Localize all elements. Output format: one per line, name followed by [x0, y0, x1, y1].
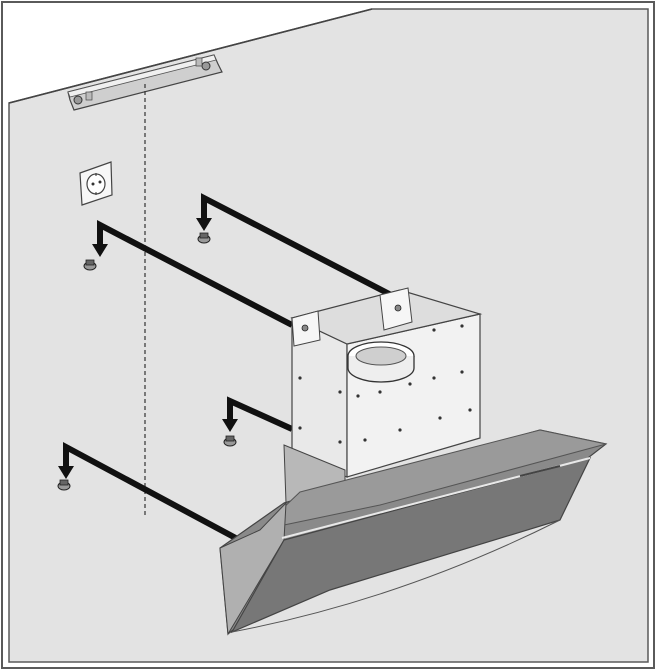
mounting-arrow-icon — [97, 220, 294, 328]
exhaust-collar-icon — [347, 341, 415, 383]
wall-bracket-icon — [67, 54, 223, 111]
arrow-head — [58, 466, 74, 479]
screw-icon — [223, 435, 237, 447]
screw-icon — [57, 479, 71, 491]
arrow-head — [196, 218, 212, 231]
mounting-arrow-icon — [227, 396, 294, 432]
ceiling-edge — [8, 8, 373, 104]
mounting-arrows — [63, 193, 397, 546]
housing-screw-dots — [298, 324, 472, 444]
arrow-heads — [58, 218, 238, 479]
arrow-head — [92, 244, 108, 257]
mounting-arrow-icon — [201, 193, 397, 300]
hood-handle-detail — [519, 465, 561, 477]
cooker-hood-icon — [219, 287, 608, 636]
hood-edge-line — [231, 519, 561, 633]
mounting-arrow-icon — [63, 441, 247, 546]
arrow-head — [222, 419, 238, 432]
wall-screws — [57, 232, 237, 491]
hood-side-panel — [219, 501, 287, 636]
electrical-socket-icon — [79, 161, 113, 206]
screw-icon — [197, 232, 211, 244]
screw-icon — [83, 259, 97, 271]
